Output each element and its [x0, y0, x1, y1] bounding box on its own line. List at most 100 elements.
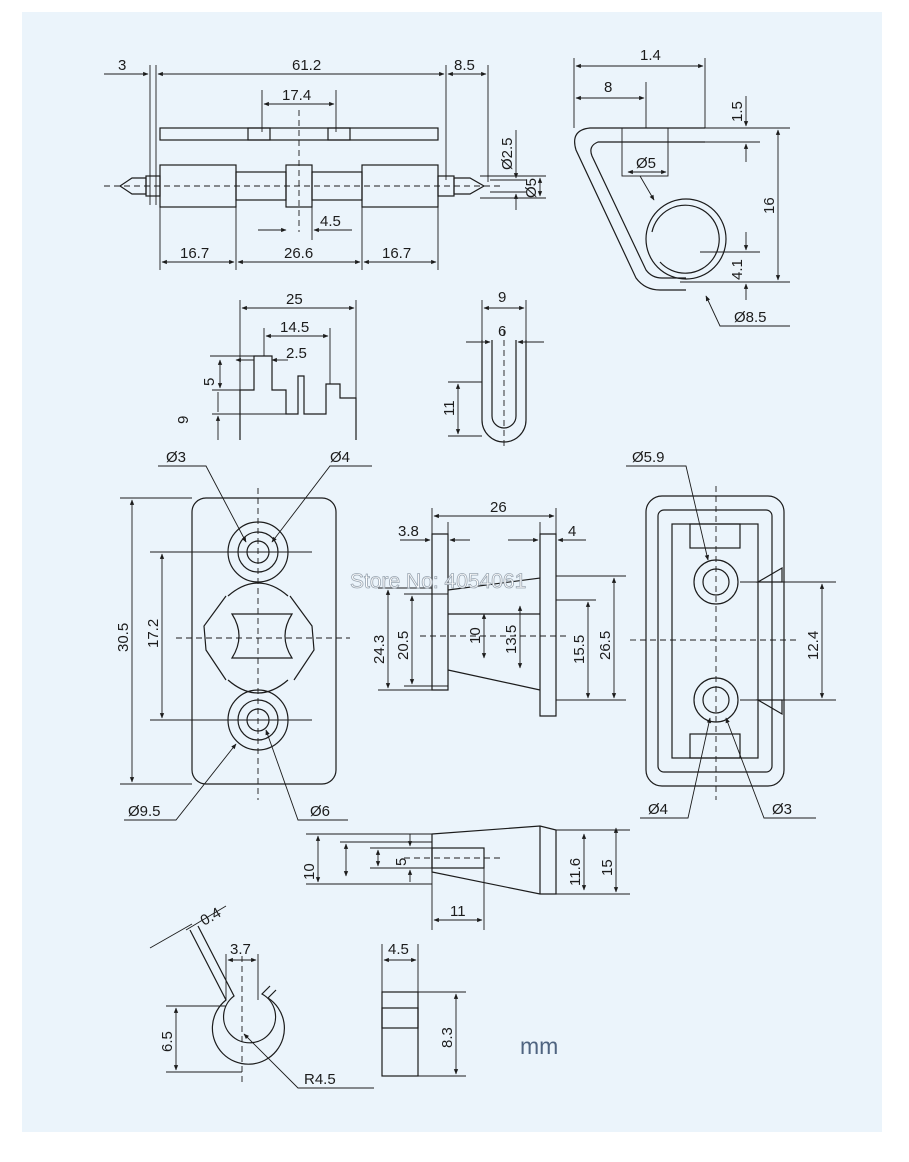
dim-text: 3	[118, 57, 126, 74]
dim-text: 17.4	[282, 87, 311, 104]
dim-text: 25	[286, 291, 303, 308]
slot-view: 9 6 11	[441, 289, 544, 450]
dim-text: 16	[761, 197, 778, 214]
dim-text: 26.5	[597, 631, 614, 660]
pin-head-left	[145, 175, 161, 197]
leaf-profile-outer	[574, 127, 705, 291]
dim-text: 61.2	[292, 57, 321, 74]
leader-line	[640, 717, 712, 819]
leader-line	[639, 175, 655, 201]
dim-text: 16.7	[180, 245, 209, 262]
dim-text: 5	[201, 378, 218, 386]
left-plate-view: 30.5 17.2 Ø3 Ø4 Ø9.5 Ø6	[115, 449, 372, 821]
dim-text: 1.4	[640, 47, 661, 64]
dim-text: 11.6	[567, 858, 584, 886]
watermark-text: Store No: 4054061	[350, 570, 526, 593]
leaf-profile-inner	[590, 141, 705, 279]
dim-text: 16.7	[382, 245, 411, 262]
dim-text: 1.5	[729, 101, 746, 122]
dim-text: 14.5	[280, 319, 309, 336]
tab-view: 25 14.5 2.5 5 9	[175, 291, 357, 440]
dim-text: 10	[467, 627, 484, 644]
dim-text: 30.5	[115, 623, 132, 652]
leader-line	[705, 295, 790, 327]
leader-line	[271, 465, 372, 543]
dim-text: 3.7	[230, 941, 251, 958]
dim-text: 15	[599, 859, 616, 876]
side-view: 1.4 8 1.5 Ø5 16 4.1 Ø8.5	[573, 47, 790, 327]
dim-text: 6	[498, 323, 506, 340]
dim-text: 10	[301, 863, 318, 880]
right-plate-view: 12.4 Ø5.9 Ø4 Ø3	[626, 449, 836, 819]
knuckle-outer	[645, 198, 727, 280]
knuckle-tab-2	[327, 127, 351, 141]
plate-rib	[289, 595, 315, 681]
dim-text: 4.1	[729, 259, 746, 280]
dim-text: 2.5	[286, 345, 307, 362]
leader-line	[265, 729, 348, 821]
leader-line	[124, 743, 237, 821]
leader-line	[626, 465, 709, 561]
plate-rib	[203, 595, 227, 681]
dim-text: 8.3	[439, 1027, 456, 1048]
dim-line	[185, 905, 227, 931]
dim-text: Ø4	[330, 449, 350, 466]
pin-tip-right	[453, 177, 486, 195]
dim-text: 26	[490, 499, 507, 516]
dim-text: 11	[450, 903, 466, 920]
clip-top	[689, 523, 741, 549]
dim-text: 4.5	[388, 941, 409, 958]
dim-text: 8	[604, 79, 612, 96]
pin-body	[381, 991, 419, 1077]
dim-text: 17.2	[145, 619, 162, 648]
leaf-slot	[621, 127, 669, 177]
knuckle-curl	[651, 204, 720, 274]
clip-bottom	[689, 733, 741, 759]
dim-line	[149, 923, 193, 949]
dim-text: Ø5.9	[632, 449, 665, 466]
leader-line	[158, 465, 247, 543]
plate-outline	[645, 495, 785, 787]
clip-inner	[197, 925, 277, 1044]
body-edge	[447, 669, 541, 691]
dim-text: 3.8	[398, 523, 419, 540]
mid-section-view: 26 3.8 4 24.3 20.5 10 13.5 15.5 26.5	[371, 499, 626, 717]
dim-text: 8.5	[454, 57, 475, 74]
dim-text: 15.5	[571, 635, 588, 664]
dim-text: 24.3	[371, 635, 388, 664]
dim-text: 4	[568, 523, 576, 540]
center-window	[230, 613, 294, 659]
dim-text: Ø8.5	[734, 309, 767, 326]
dim-text: Ø5	[636, 155, 656, 172]
knuckle-tab-1	[247, 127, 271, 141]
leader-line	[243, 1033, 374, 1089]
dim-text: 6.5	[159, 1031, 176, 1052]
dim-text: Ø5	[523, 178, 540, 198]
dim-text: 26.6	[284, 245, 313, 262]
dim-text: 20.5	[395, 631, 412, 660]
unit-label: mm	[520, 1033, 558, 1059]
top-view: 3 61.2 8.5 17.4 Ø2.5 Ø5 4.5 16.7 26.6 16…	[104, 57, 546, 270]
pin-view: 4.5 8.3	[381, 941, 466, 1077]
dim-text: Ø6	[310, 803, 330, 820]
dim-text: Ø4	[648, 801, 668, 818]
dim-text: 12.4	[805, 631, 822, 660]
drawing-background	[22, 12, 882, 1132]
lower-section-view: 10 5 11.6 15 11	[301, 825, 630, 930]
tab-profile	[239, 355, 357, 440]
dim-text: 9	[498, 289, 506, 306]
dim-text: 4.5	[320, 213, 341, 230]
dim-text: R4.5	[304, 1071, 336, 1088]
dim-text: Ø9.5	[128, 803, 161, 820]
clip-outer	[189, 929, 285, 1065]
plate-recess	[657, 509, 773, 773]
slot-inner	[491, 340, 517, 429]
dim-text: Ø2.5	[499, 137, 516, 170]
dim-text: 9	[175, 416, 192, 424]
plate-outline	[191, 497, 337, 785]
leader-line	[725, 717, 816, 819]
clip-view: 0.4 3.7 6.5 R4.5	[149, 904, 374, 1089]
dim-text: Ø3	[772, 801, 792, 818]
